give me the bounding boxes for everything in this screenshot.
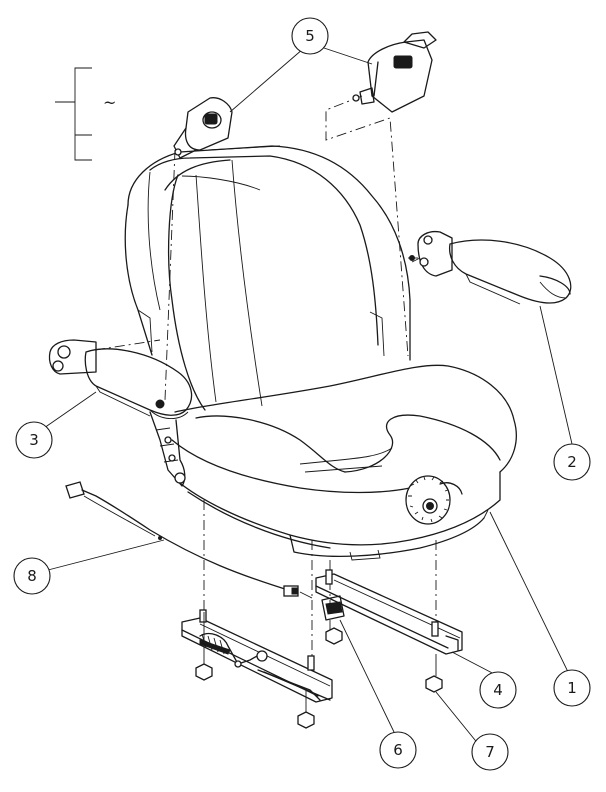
left-slide-rail — [181, 609, 333, 703]
callout-8-label: 8 — [27, 567, 37, 585]
callout-7-label: 7 — [485, 743, 495, 761]
callout-3: 3 — [15, 421, 53, 459]
callout-4-label: 4 — [493, 681, 503, 699]
seat-belt-buckle — [173, 97, 233, 159]
callout-4: 4 — [479, 671, 517, 709]
left-armrest — [48, 309, 193, 487]
callout-2: 2 — [553, 443, 591, 481]
right-armrest — [408, 230, 572, 305]
leader-lines — [43, 35, 573, 757]
callout-5-label: 5 — [305, 27, 315, 45]
legend-symbol: ~ — [103, 93, 116, 112]
callout-7: 7 — [471, 733, 509, 771]
callout-2-label: 2 — [567, 453, 577, 471]
callout-1-label: 1 — [567, 679, 577, 697]
wire-harness — [65, 481, 313, 599]
callout-6: 6 — [379, 731, 417, 769]
callout-1: 1 — [553, 669, 591, 707]
seat-assembly — [124, 145, 517, 561]
callout-8: 8 — [13, 557, 51, 595]
seat-belt-retractor — [352, 31, 437, 113]
callout-3-label: 3 — [29, 431, 39, 449]
right-slide-rail — [315, 569, 463, 655]
assembly-lines — [94, 95, 437, 660]
callout-6-label: 6 — [393, 741, 403, 759]
callout-5: 5 — [291, 17, 329, 55]
adjustment-knob — [405, 475, 463, 525]
hex-nuts — [195, 612, 443, 729]
legend-bracket: ~ — [55, 67, 116, 161]
